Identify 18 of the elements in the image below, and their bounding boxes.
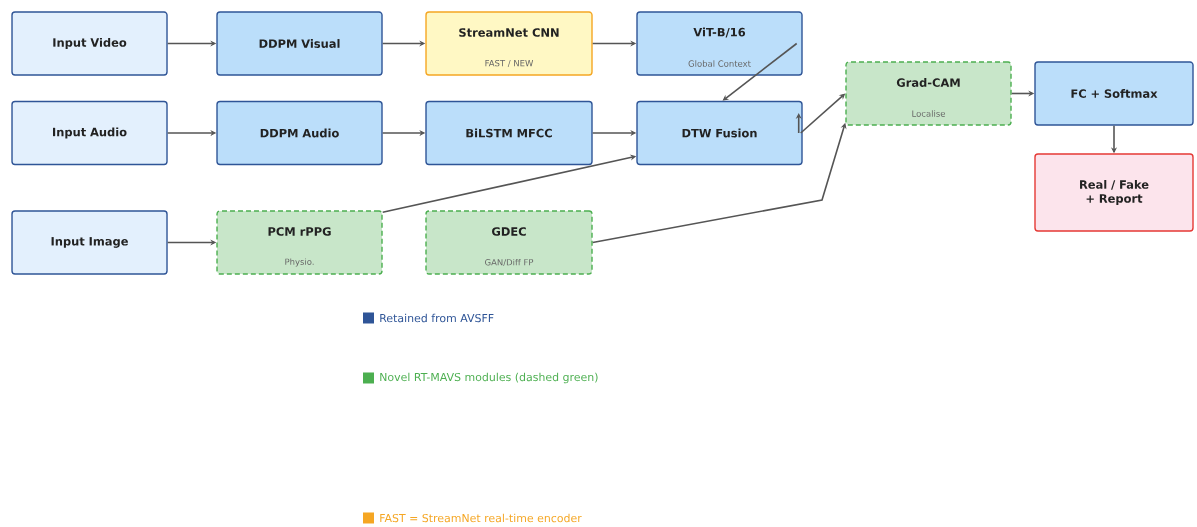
process-box: DTW Fusion bbox=[636, 100, 803, 166]
process-box: DDPM Visual bbox=[216, 11, 383, 76]
legend-text: Novel RT-MAVS modules (dashed green) bbox=[380, 372, 598, 384]
process-box: StreamNet CNN FAST / NEW bbox=[425, 11, 593, 76]
legend-text: FAST = StreamNet real-time encoder bbox=[380, 513, 582, 523]
legend-text: Retained from AVSFF bbox=[380, 313, 494, 323]
arrow bbox=[722, 42, 798, 101]
output-box: Real / Fake + Report bbox=[1034, 153, 1194, 232]
input-box: Input Audio bbox=[11, 100, 168, 166]
process-box: FC + Softmax bbox=[1034, 61, 1194, 126]
process-box: ViT-B/16 Global Context bbox=[636, 11, 803, 76]
input-box: Input Image bbox=[11, 210, 168, 275]
input-box: Input Video bbox=[11, 11, 168, 76]
process-box: GDEC GAN/Diff FP bbox=[425, 210, 593, 275]
process-box: Grad-CAM Localise bbox=[845, 61, 1012, 126]
process-box: DDPM Audio bbox=[216, 100, 383, 166]
process-box: PCM rPPG Physio. bbox=[216, 210, 383, 275]
process-box: BiLSTM MFCC bbox=[425, 100, 593, 166]
